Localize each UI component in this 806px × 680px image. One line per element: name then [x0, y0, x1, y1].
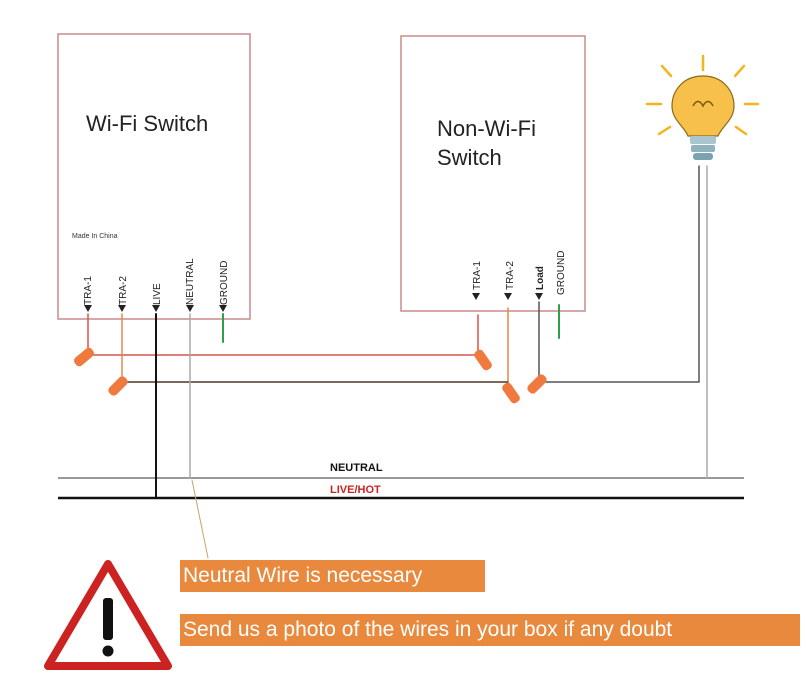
non-wifi-terminal-tra2: TRA-2	[505, 261, 516, 290]
non-wifi-terminal-ground: GROUND	[556, 251, 567, 295]
wifi-terminal-ground: GROUND	[219, 261, 230, 305]
neutral-required-note: Neutral Wire is necessary	[180, 560, 485, 592]
wifi-switch-box	[57, 33, 251, 320]
non-wifi-switch-box	[400, 35, 586, 312]
non-wifi-switch-title-line1: Non-Wi-Fi	[437, 116, 536, 141]
traveler-1-wire	[87, 313, 479, 356]
load-to-bulb-wire	[538, 165, 700, 383]
made-in-label: Made In China	[72, 233, 118, 240]
non-wifi-switch-title-line2: Switch	[437, 145, 502, 170]
connector-tra1-wifi	[73, 347, 95, 367]
neutral-bus-label: NEUTRAL	[330, 462, 383, 474]
wifi-terminal-tra1: TRA-1	[83, 276, 94, 305]
wifi-terminal-neutral: NEUTRAL	[185, 258, 196, 305]
connector-tra1-nonwifi	[474, 349, 492, 371]
wires	[87, 165, 708, 559]
non-wifi-terminal-arrows	[472, 293, 543, 300]
connector-tra2-nonwifi	[502, 382, 520, 404]
wifi-terminal-tra2: TRA-2	[118, 276, 129, 305]
wire-connectors	[73, 347, 547, 404]
wifi-terminal-arrows	[84, 305, 227, 312]
non-wifi-terminal-load: Load	[535, 266, 546, 290]
connector-tra2-wifi	[108, 376, 128, 396]
non-wifi-terminal-tra1: TRA-1	[472, 261, 483, 290]
photo-request-note: Send us a photo of the wires in your box…	[180, 614, 800, 646]
warning-icon	[44, 560, 172, 670]
wifi-switch-title: Wi-Fi Switch	[86, 111, 208, 136]
wifi-terminal-live: LIVE	[152, 283, 163, 305]
light-bulb-icon	[645, 54, 760, 160]
live-bus-label: LIVE/HOT	[330, 484, 381, 496]
neutral-callout-line	[191, 479, 209, 559]
connector-load	[527, 374, 547, 394]
